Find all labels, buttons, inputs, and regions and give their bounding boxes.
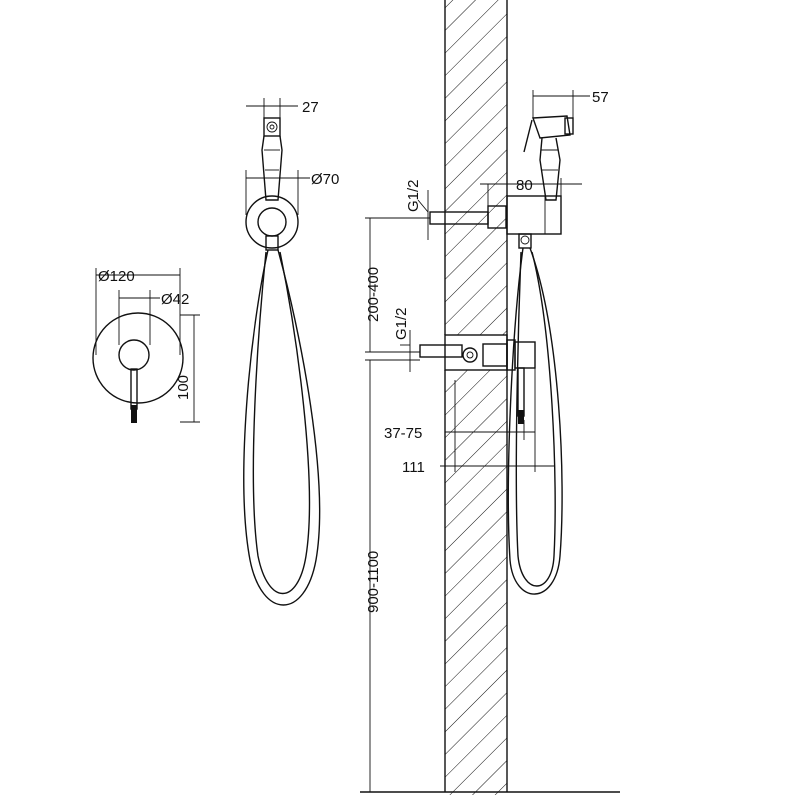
mixer-projection-label: 111	[402, 459, 425, 476]
spray-nozzle	[264, 118, 280, 136]
holder-diameter-label: Ø70	[311, 171, 339, 188]
lower-thread-label: G1/2	[393, 307, 410, 340]
mixer-plate-front-view: Ø120 Ø42 100	[93, 268, 200, 423]
plate-outline	[93, 313, 183, 403]
wall-section	[360, 0, 620, 795]
wall-hatch-lower	[445, 370, 507, 795]
outlet-spacing-label: 200-400	[365, 267, 382, 322]
head-side-width-label: 57	[592, 89, 609, 106]
holder-projection-label: 80	[516, 177, 533, 194]
spray-handle	[262, 136, 282, 200]
lever-tip	[131, 405, 137, 423]
plate-diameter-label: Ø120	[98, 268, 135, 285]
spray-head-width-label: 27	[302, 99, 319, 116]
mount-height-label: 900-1100	[365, 551, 382, 613]
hose	[244, 250, 320, 605]
wall-hatch-upper	[445, 0, 507, 335]
holder-side	[507, 196, 561, 234]
mixer-depth-label: 37-75	[384, 425, 422, 442]
knob-diameter-label: Ø42	[161, 291, 189, 308]
mixer-knob	[119, 340, 149, 370]
holder-disc	[246, 196, 298, 248]
hand-spray-front-view: 27 Ø70	[244, 98, 339, 605]
upper-thread-label: G1/2	[405, 179, 422, 212]
plate-height-label: 100	[175, 375, 192, 400]
